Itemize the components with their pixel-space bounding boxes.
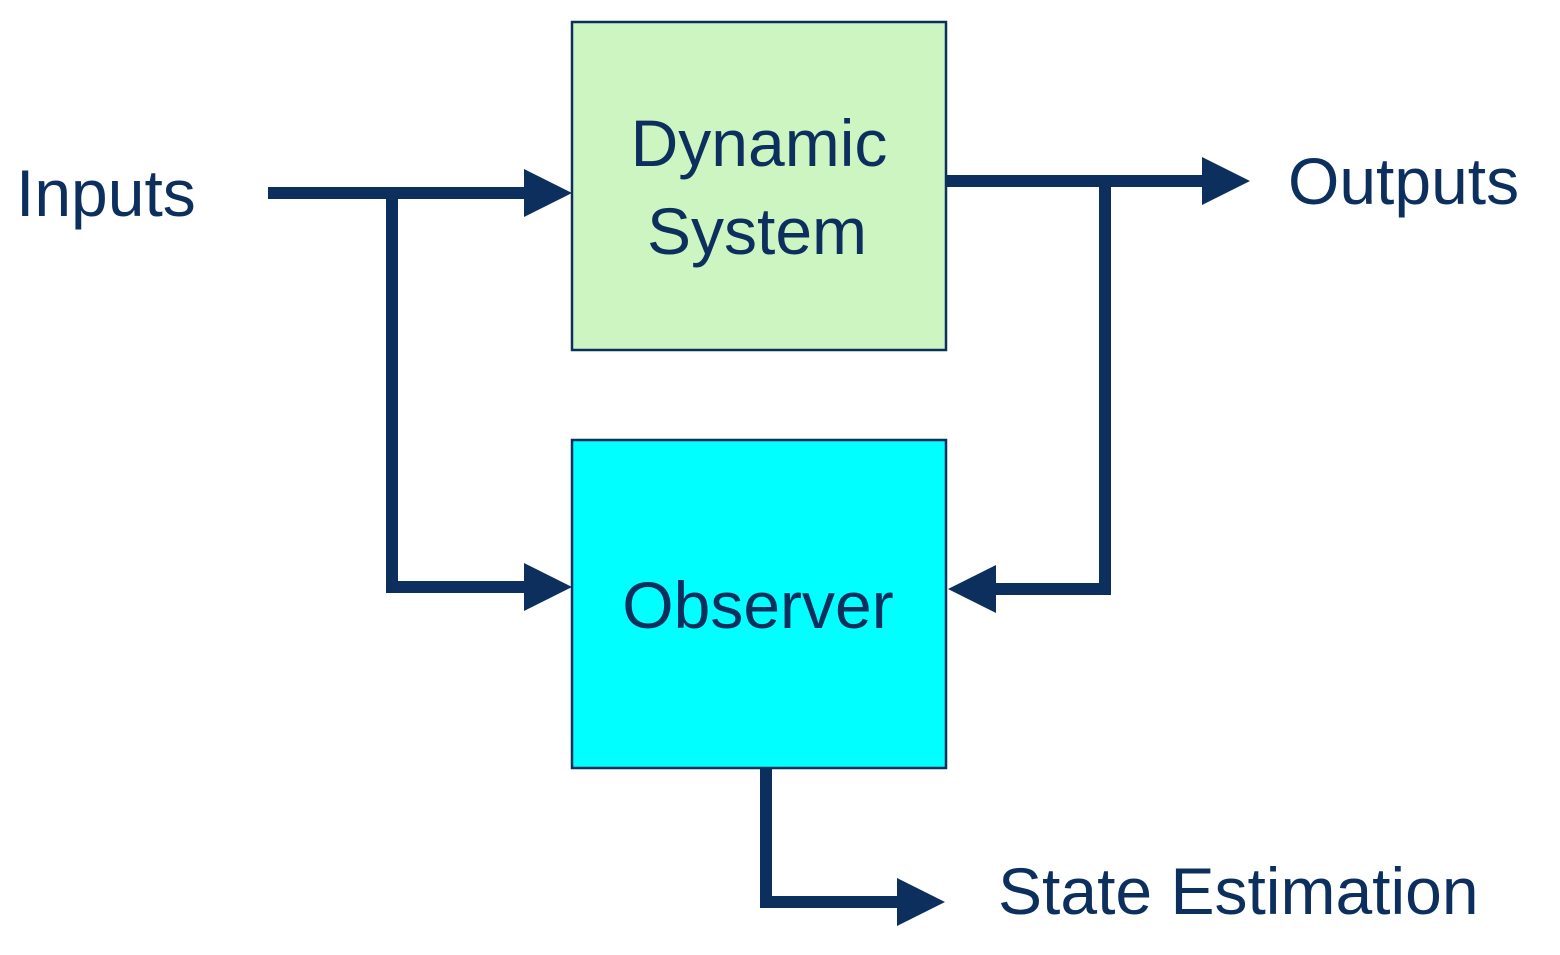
estimation-line: [760, 768, 905, 908]
feedback-arrow-icon: [948, 565, 996, 613]
input-arrow-icon: [524, 169, 572, 217]
inputs-label: Inputs: [16, 156, 196, 230]
outputs-label: Outputs: [1288, 144, 1519, 218]
observer-label: Observer: [622, 568, 893, 642]
output-feedback-line: [990, 181, 1111, 595]
estimation-arrow-icon: [897, 878, 945, 926]
observer-input-arrow-icon: [524, 563, 572, 611]
dynamic-system-label-line1: Dynamic: [631, 106, 888, 180]
state-estimation-label: State Estimation: [998, 854, 1479, 928]
dynamic-system-label-line2: System: [647, 194, 867, 268]
observer-block: [570, 438, 948, 770]
output-arrow-icon: [1202, 157, 1250, 205]
input-branch-line: [386, 193, 532, 593]
dynamic-system-block: [570, 20, 948, 352]
